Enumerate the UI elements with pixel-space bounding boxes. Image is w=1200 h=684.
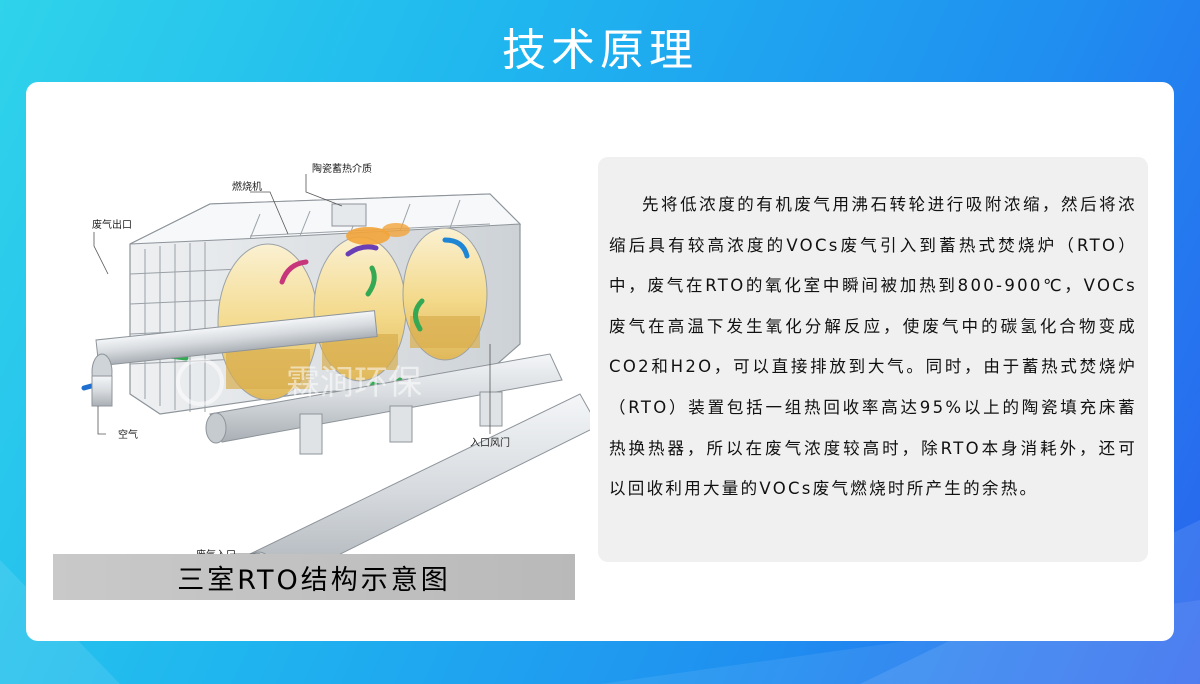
description-panel: 先将低浓度的有机废气用沸石转轮进行吸附浓缩，然后将浓缩后具有较高浓度的VOCs废… — [598, 157, 1148, 562]
burner-unit — [331, 203, 410, 245]
page-title: 技术原理 — [502, 25, 698, 76]
diagram-caption: 三室RTO结构示意图 — [53, 554, 575, 600]
ceramic-media-label: 陶瓷蓄热介质 — [312, 162, 372, 175]
exhaust-outlet-label: 废气出口 — [92, 218, 132, 231]
inlet-damper — [299, 391, 503, 455]
inlet-damper-label: 入口风门 — [470, 436, 510, 449]
rto-structure-diagram: 霖涧环保 陶瓷蓄热介质 燃烧机 废气出口 空气 入口风门 废气入口 — [81, 162, 590, 593]
burner-label: 燃烧机 — [232, 180, 262, 193]
description-paragraph: 先将低浓度的有机废气用沸石转轮进行吸附浓缩，然后将浓缩后具有较高浓度的VOCs废… — [609, 195, 1137, 499]
exhaust-outlet-pipe — [91, 310, 378, 407]
content-card: 霖涧环保 陶瓷蓄热介质 燃烧机 废气出口 空气 入口风门 废气入口 三室RTO结… — [26, 82, 1174, 641]
air-label: 空气 — [118, 428, 138, 441]
watermark-logo — [176, 358, 224, 406]
watermark-text: 霖涧环保 — [286, 363, 422, 403]
inlet-manifold-pipe — [205, 353, 590, 593]
diagram-caption-text: 三室RTO结构示意图 — [177, 564, 451, 596]
regenerative-chamber-3 — [402, 227, 488, 361]
regenerative-chamber-2 — [313, 236, 407, 382]
